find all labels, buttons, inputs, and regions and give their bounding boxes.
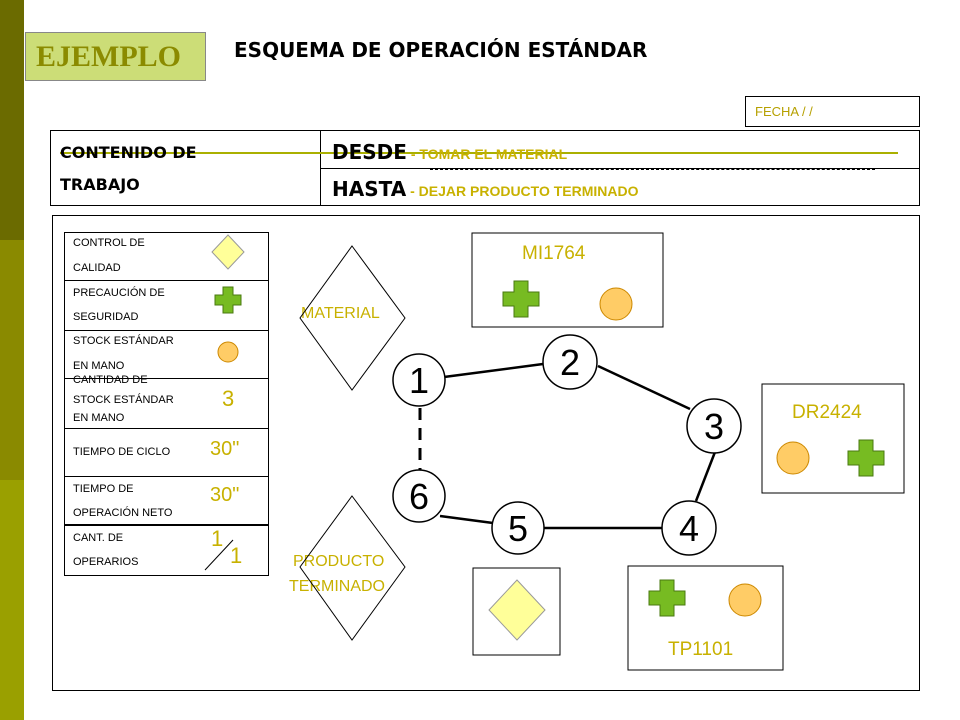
step-number-4: 4 (679, 508, 699, 549)
flow-line-3-4 (694, 451, 717, 502)
desde-text: - TOMAR EL MATERIAL (406, 146, 568, 162)
date-box (745, 96, 920, 127)
work-content-label-2: TRABAJO (60, 175, 140, 194)
date-label: FECHA / / (755, 104, 813, 119)
example-badge: EJEMPLO (25, 32, 206, 81)
legend-operarios-num: 1 (211, 526, 224, 551)
legend-cantidad-1: CANTIDAD DE (73, 374, 148, 386)
station-dr2424-label: DR2424 (792, 402, 862, 423)
desde-row: DESDE - TOMAR EL MATERIAL (332, 140, 567, 164)
step-number-2: 2 (560, 342, 580, 383)
step-circle-3 (686, 398, 742, 454)
circle-icon (728, 583, 762, 617)
legend-ciclo-value: 30" (210, 438, 240, 460)
cross-icon (648, 579, 686, 617)
hasta-text: - DEJAR PRODUCTO TERMINADO (406, 183, 639, 199)
cross-icon (847, 439, 885, 477)
station-mi1764-label: MI1764 (522, 243, 586, 264)
cross-icon (214, 286, 242, 314)
step-number-3: 3 (704, 406, 724, 447)
legend-control-2: CALIDAD (73, 262, 121, 274)
diamond-icon (211, 234, 245, 270)
station-dr2424-box (761, 383, 905, 494)
hasta-row: HASTA - DEJAR PRODUCTO TERMINADO (332, 177, 639, 201)
step-number-5: 5 (508, 508, 528, 549)
circle-icon (217, 341, 239, 363)
station-mi1764-box (471, 232, 664, 328)
material-label: MATERIAL (301, 305, 380, 322)
legend-row-divider (64, 476, 269, 477)
producto-label-1: PRODUCTO (293, 553, 385, 570)
legend-control-1: CONTROL DE (73, 237, 145, 249)
step-number-6: 6 (409, 476, 429, 517)
page-title: ESQUEMA DE OPERACIÓN ESTÁNDAR (234, 38, 648, 62)
legend-row-divider (64, 330, 269, 331)
left-strip-light (0, 480, 24, 720)
step-circle-2 (542, 334, 598, 390)
flow-line-2-3 (597, 364, 691, 411)
step-number-1: 1 (409, 360, 429, 401)
legend-operarios-den: 1 (230, 543, 243, 568)
step-numbers: 1 2 3 4 5 6 (409, 342, 724, 549)
left-strip-dark (0, 0, 24, 240)
legend-precaucion-2: SEGURIDAD (73, 311, 139, 323)
legend-row-divider (64, 378, 269, 379)
legend-row-divider (64, 524, 269, 526)
producto-diamond (299, 495, 406, 641)
legend-operarios-1: CANT. DE (73, 532, 124, 544)
circle-icon (599, 287, 633, 321)
step-circle-5 (491, 501, 545, 555)
station-tp1101-box (627, 565, 784, 671)
legend-row-divider (64, 280, 269, 281)
flow-connections (439, 362, 717, 530)
legend-operacion-1: TIEMPO DE (73, 483, 134, 495)
legend-stock-1: STOCK ESTÁNDAR (73, 335, 174, 347)
olive-rule (60, 152, 898, 154)
legend-operacion-value: 30" (210, 484, 240, 506)
legend-precaucion-1: PRECAUCIÓN DE (73, 287, 165, 299)
station-tp1101-label: TP1101 (668, 639, 734, 660)
material-diamond (299, 245, 406, 391)
legend-row-divider (64, 428, 269, 429)
legend-cantidad-3: EN MANO (73, 412, 125, 424)
operarios-fraction-slash (204, 539, 234, 571)
work-content-label-1: CONTENIDO DE (60, 143, 197, 162)
legend-stock-2: EN MANO (73, 360, 125, 372)
producto-label-2: TERMINADO (289, 578, 385, 595)
flow-line-5-6 (439, 514, 494, 525)
quality-check-box (472, 567, 561, 656)
work-content-midline (320, 168, 920, 169)
legend-cantidad-value: 3 (222, 386, 235, 411)
diamond-icon (488, 579, 546, 641)
legend-operacion-2: OPERACIÓN NETO (73, 507, 173, 519)
dashed-rule (430, 169, 875, 170)
legend-table-topline (64, 232, 269, 233)
diagram-area (52, 215, 920, 691)
step-circle-1 (392, 353, 446, 407)
legend-cantidad-2: STOCK ESTÁNDAR (73, 394, 174, 406)
step-circle-4 (661, 500, 717, 556)
circle-icon (776, 441, 810, 475)
hasta-label: HASTA (332, 177, 407, 201)
cross-icon (502, 280, 540, 318)
step-circles (392, 334, 742, 556)
step-circle-6 (392, 469, 446, 523)
legend-ciclo-1: TIEMPO DE CICLO (73, 446, 171, 458)
left-strip-mid (0, 240, 24, 480)
desde-label: DESDE (332, 140, 407, 164)
flow-line-1-2 (443, 362, 544, 379)
legend-operarios-2: OPERARIOS (73, 556, 139, 568)
